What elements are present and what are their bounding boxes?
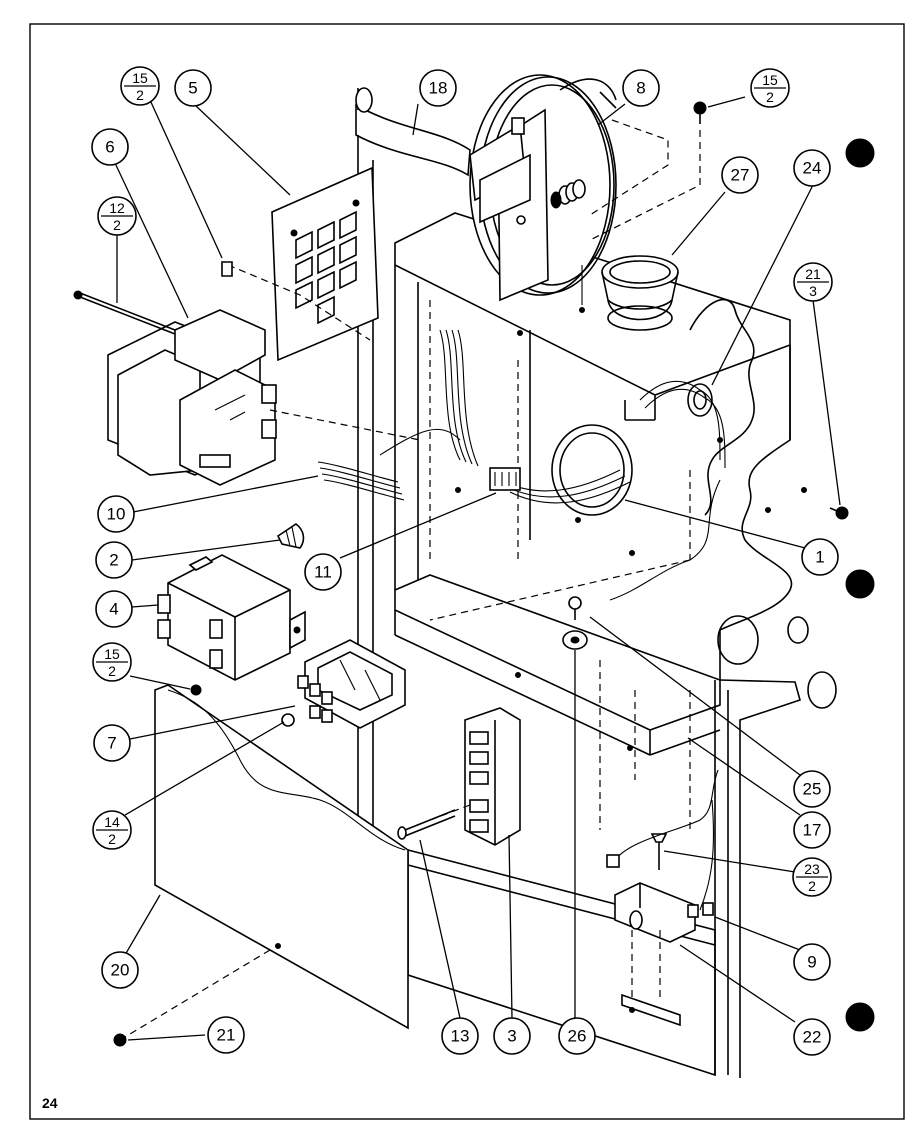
- svg-text:20: 20: [111, 961, 130, 980]
- access-panel: [119, 684, 409, 1041]
- wire-nut: [276, 523, 305, 549]
- svg-text:6: 6: [105, 138, 114, 157]
- callout-24: 24: [793, 149, 831, 187]
- svg-text:23: 23: [804, 861, 820, 877]
- callout-25: 25: [793, 770, 831, 808]
- binder-hole-bottom: [845, 1002, 875, 1032]
- svg-text:25: 25: [803, 780, 822, 799]
- binder-hole-top: [845, 138, 875, 168]
- svg-text:11: 11: [314, 563, 332, 582]
- svg-text:1: 1: [815, 548, 824, 567]
- svg-text:12: 12: [109, 200, 125, 216]
- callout-13: 13: [441, 1017, 479, 1055]
- terminal-strip: [429, 707, 521, 846]
- svg-text:4: 4: [109, 600, 118, 619]
- wiring-harness: [439, 329, 726, 601]
- fraction-callout-15-2-b: 15 2: [750, 68, 790, 108]
- svg-text:8: 8: [636, 79, 645, 98]
- svg-text:26: 26: [568, 1027, 587, 1046]
- svg-text:24: 24: [803, 159, 822, 178]
- svg-text:13: 13: [451, 1027, 470, 1046]
- fraction-callout-21-3: 21 3: [793, 262, 833, 302]
- svg-text:10: 10: [107, 505, 126, 524]
- svg-text:27: 27: [731, 166, 750, 185]
- transformer: [73, 264, 421, 486]
- bushing: [601, 255, 679, 331]
- svg-text:2: 2: [109, 551, 118, 570]
- svg-text:15: 15: [762, 72, 778, 88]
- svg-text:9: 9: [807, 953, 816, 972]
- svg-text:7: 7: [107, 734, 116, 753]
- fraction-callout-15-2-a: 15 2: [120, 66, 160, 106]
- callout-8: 8: [622, 69, 660, 107]
- switch-assembly: [606, 769, 719, 1027]
- page-border: [29, 23, 905, 1120]
- blower-wheel: [469, 74, 701, 313]
- svg-text:17: 17: [803, 821, 822, 840]
- leader-lines: [114, 96, 841, 1041]
- callout-7: 7: [93, 724, 131, 762]
- svg-text:5: 5: [188, 79, 197, 98]
- callout-11: 11: [304, 553, 342, 591]
- callout-4: 4: [95, 590, 133, 628]
- callout-10: 10: [97, 495, 135, 533]
- svg-text:21: 21: [805, 266, 821, 282]
- screws: [113, 101, 849, 1047]
- fraction-callout-23-2: 23 2: [792, 857, 832, 897]
- lead-wires: [317, 428, 461, 501]
- svg-text:15: 15: [132, 70, 148, 86]
- callout-21: 21: [207, 1016, 245, 1054]
- binder-hole-middle: [845, 569, 875, 599]
- callout-18: 18: [419, 69, 457, 107]
- svg-text:2: 2: [108, 663, 116, 679]
- callout-2: 2: [95, 541, 133, 579]
- svg-text:15: 15: [104, 646, 120, 662]
- contactor: [297, 639, 406, 729]
- callout-20: 20: [101, 951, 139, 989]
- terminal-board: [271, 166, 379, 362]
- svg-text:14: 14: [104, 814, 120, 830]
- fraction-callout-12-2: 12 2: [97, 196, 137, 236]
- svg-text:21: 21: [217, 1026, 236, 1045]
- svg-text:22: 22: [803, 1028, 822, 1047]
- svg-text:2: 2: [113, 217, 121, 233]
- callout-22: 22: [793, 1018, 831, 1056]
- svg-text:3: 3: [809, 283, 817, 299]
- callout-17: 17: [793, 811, 831, 849]
- svg-text:2: 2: [766, 89, 774, 105]
- callout-5: 5: [174, 69, 212, 107]
- page-number: 24: [42, 1095, 58, 1111]
- callout-3: 3: [493, 1017, 531, 1055]
- relay: [157, 554, 306, 681]
- svg-text:3: 3: [507, 1027, 516, 1046]
- callout-27: 27: [721, 156, 759, 194]
- svg-text:18: 18: [429, 79, 448, 98]
- svg-text:2: 2: [108, 831, 116, 847]
- svg-text:2: 2: [808, 878, 816, 894]
- svg-text:2: 2: [136, 87, 144, 103]
- callout-26: 26: [558, 1017, 596, 1055]
- callout-1: 1: [801, 538, 839, 576]
- fraction-callout-14-2: 14 2: [92, 810, 132, 850]
- fraction-callout-15-2-c: 15 2: [92, 642, 132, 682]
- callout-6: 6: [91, 128, 129, 166]
- callout-9: 9: [793, 943, 831, 981]
